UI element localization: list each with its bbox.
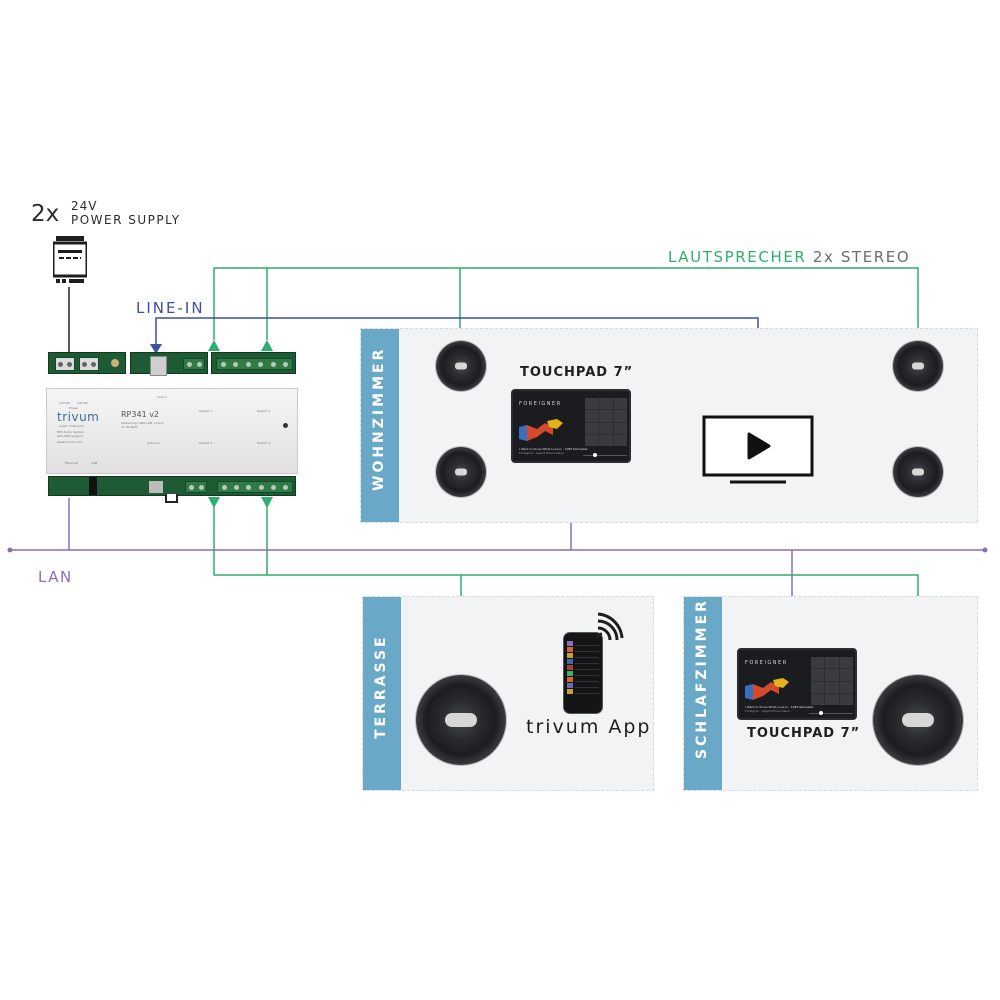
amplifier-housing: 24V DC 24V DC Power trivum smart multiro… bbox=[46, 388, 298, 474]
touchpad-label-wohnzimmer: TOUCHPAD 7” bbox=[520, 365, 634, 380]
speaker-wohn-bottom-left bbox=[436, 447, 486, 497]
line-in-label: LINE-IN bbox=[136, 299, 205, 317]
model-name: RP341 v2 bbox=[121, 410, 160, 419]
din-clip bbox=[165, 494, 178, 503]
touchpad-album: Foreigner · Agent Provocateur bbox=[519, 451, 564, 455]
speakers-label-mode: STEREO bbox=[840, 248, 911, 266]
top-pcb-outputs bbox=[211, 352, 296, 374]
touchpad-volume-slider[interactable] bbox=[809, 711, 853, 715]
speaker-wohn-top-right bbox=[893, 341, 943, 391]
trivum-logo: trivum bbox=[57, 410, 100, 424]
room-tab: WOHNZIMMER bbox=[361, 329, 399, 522]
touchpad-track: I Want to Know What Love Is · 1985 Remas… bbox=[519, 447, 588, 451]
bottom-pcb bbox=[48, 476, 296, 496]
speaker-wohn-bottom-right bbox=[893, 447, 943, 497]
touchpad-volume-slider[interactable] bbox=[583, 453, 627, 457]
output-arrow-2 bbox=[261, 340, 273, 351]
album-art bbox=[519, 419, 563, 441]
touchpad-artist: FOREIGNER bbox=[745, 660, 788, 666]
speaker-terrasse bbox=[416, 675, 506, 765]
room-tab: SCHLAFZIMMER bbox=[684, 597, 722, 790]
room-terrasse: TERRASSE bbox=[362, 596, 654, 791]
tv-play-icon bbox=[702, 415, 814, 484]
output-arrow-3 bbox=[208, 497, 220, 508]
album-art bbox=[745, 678, 789, 700]
trivum-app-label: trivum App bbox=[526, 716, 652, 738]
touchpad-track: I Want to Know What Love Is · 1985 Remas… bbox=[745, 705, 814, 709]
speakers-label: LAUTSPRECHER 2x STEREO bbox=[668, 248, 910, 266]
line-in-arrow bbox=[150, 344, 162, 354]
speaker-wire-top-outer bbox=[213, 267, 919, 340]
touchpad-artist: FOREIGNER bbox=[519, 401, 562, 407]
room-label-schlafzimmer: SCHLAFZIMMER bbox=[694, 598, 710, 759]
top-pcb-power bbox=[48, 352, 126, 374]
top-pcb-linein bbox=[130, 352, 208, 376]
power-supply-voltage: 24V bbox=[71, 199, 98, 213]
smartphone-app[interactable] bbox=[563, 632, 603, 714]
output-arrow-1 bbox=[208, 340, 220, 351]
touchpad-schlafzimmer[interactable]: FOREIGNER I Want to Know What Love Is · … bbox=[737, 648, 857, 720]
touchpad-grid bbox=[585, 398, 627, 446]
room-tab: TERRASSE bbox=[363, 597, 401, 790]
power-supply-count: 2x bbox=[31, 201, 60, 227]
speakers-label-word: LAUTSPRECHER bbox=[668, 248, 807, 266]
touchpad-label-schlafzimmer: TOUCHPAD 7” bbox=[747, 726, 861, 741]
touchpad-album: Foreigner · Agent Provocateur bbox=[745, 709, 790, 713]
speaker-schlafzimmer bbox=[873, 675, 963, 765]
speaker-wohn-top-left bbox=[436, 341, 486, 391]
room-label-terrasse: TERRASSE bbox=[373, 634, 389, 739]
room-label-wohnzimmer: WOHNZIMMER bbox=[371, 346, 387, 491]
status-led bbox=[283, 423, 288, 428]
din-rail-power-supply-icon bbox=[53, 236, 87, 283]
touchpad-wohnzimmer[interactable]: FOREIGNER I Want to Know What Love Is · … bbox=[511, 389, 631, 463]
output-arrow-4 bbox=[261, 497, 273, 508]
lan-label: LAN bbox=[38, 568, 73, 586]
wifi-icon bbox=[596, 612, 624, 641]
speakers-label-count: 2x bbox=[812, 248, 835, 266]
trivum-rp341-amplifier: 24V DC 24V DC Power trivum smart multiro… bbox=[46, 352, 298, 503]
power-supply-label: POWER SUPPLY bbox=[71, 213, 181, 227]
touchpad-grid bbox=[811, 657, 853, 705]
